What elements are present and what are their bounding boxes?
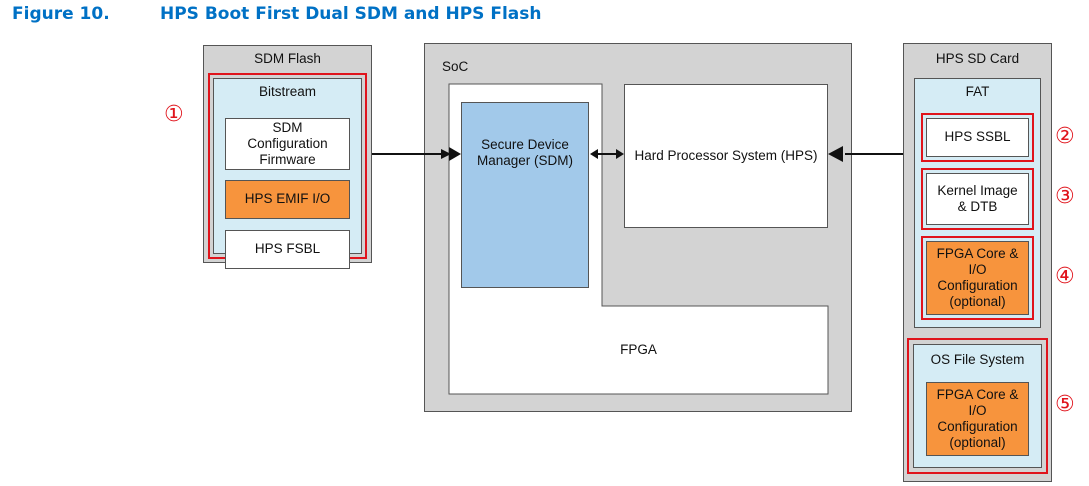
- arrow-sdm-hps-bidirectional: [590, 149, 624, 159]
- kernel-image-box: Kernel Image & DTB: [926, 173, 1029, 225]
- marker-1: ①: [164, 102, 184, 127]
- figure-number: Figure 10.: [12, 4, 110, 24]
- hps-sd-card-title: HPS SD Card: [935, 51, 1020, 66]
- figure-caption: Figure 10. HPS Boot First Dual SDM and HP…: [12, 4, 541, 24]
- bitstream-title: Bitstream: [258, 84, 316, 99]
- arrow-sdm-flash-to-sdm: [372, 147, 461, 161]
- fpga-config-fat-highlight: [921, 236, 1034, 320]
- os-fs-highlight: [907, 338, 1048, 474]
- sdm-flash-title: SDM Flash: [254, 51, 321, 66]
- marker-5: ⑤: [1055, 392, 1075, 417]
- hps-fsbl-box: HPS FSBL: [225, 230, 350, 269]
- hps-ssbl-box: HPS SSBL: [926, 118, 1029, 157]
- marker-4: ④: [1055, 264, 1075, 289]
- fat-title: FAT: [965, 84, 990, 99]
- fpga-config-os-box: FPGA Core & I/O Configuration (optional): [926, 382, 1029, 456]
- marker-3: ③: [1055, 184, 1075, 209]
- os-fs-title: OS File System: [930, 352, 1025, 367]
- ssbl-highlight: [921, 113, 1034, 162]
- sdm-box: Secure Device Manager (SDM): [461, 102, 589, 288]
- kernel-highlight: [921, 168, 1034, 230]
- hps-box: Hard Processor System (HPS): [624, 84, 828, 228]
- hps-emif-io-box: HPS EMIF I/O: [225, 180, 350, 219]
- marker-2: ②: [1055, 124, 1075, 149]
- fpga-config-fat-box: FPGA Core & I/O Configuration (optional): [926, 241, 1029, 315]
- figure-title: HPS Boot First Dual SDM and HPS Flash: [160, 4, 542, 24]
- fpga-label: FPGA: [620, 341, 657, 357]
- arrow-sd-card-to-hps: [828, 146, 903, 162]
- sdm-config-firmware-box: SDM Configuration Firmware: [225, 118, 350, 170]
- soc-title: SoC: [442, 59, 469, 74]
